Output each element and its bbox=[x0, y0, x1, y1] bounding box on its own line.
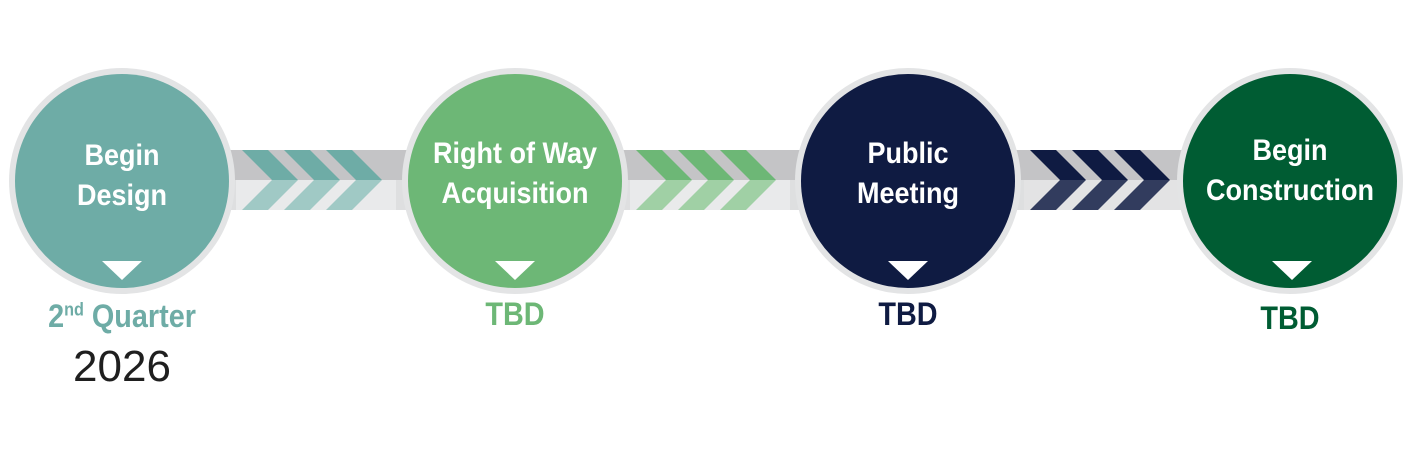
step-1-date: 2nd Quarter bbox=[14, 298, 230, 335]
step-circle-begin-design bbox=[9, 68, 235, 294]
step-circle-public-meeting bbox=[795, 68, 1021, 294]
step-2-title: Right of Way Acquisition bbox=[407, 134, 623, 214]
step-1-date-text: Quarter bbox=[91, 298, 196, 334]
step-1-date-ordinal: 2 bbox=[48, 298, 65, 334]
step-3-title-line2: Meeting bbox=[856, 177, 960, 210]
step-4-title: Begin Construction bbox=[1182, 131, 1398, 211]
chevron-arrows-1 bbox=[236, 150, 396, 210]
step-circle-right-of-way bbox=[402, 68, 628, 294]
triangle-down-icon bbox=[495, 261, 535, 280]
step-1-title-line1: Begin bbox=[84, 139, 160, 172]
triangle-down-icon bbox=[102, 261, 142, 280]
chevron-arrows-2 bbox=[630, 150, 790, 210]
step-4-title-line2: Construction bbox=[1206, 174, 1374, 207]
step-circle-begin-construction bbox=[1177, 68, 1403, 294]
step-3-title: Public Meeting bbox=[818, 134, 998, 214]
step-4-title-line1: Begin bbox=[1252, 134, 1328, 167]
step-3-date: TBD bbox=[878, 296, 938, 332]
step-2-title-line1: Right of Way bbox=[433, 137, 597, 170]
step-1-title: Begin Design bbox=[32, 136, 212, 216]
triangle-down-icon bbox=[888, 261, 928, 280]
step-2-title-line2: Acquisition bbox=[441, 177, 589, 210]
step-1-date-ordinal-suffix: nd bbox=[64, 299, 84, 320]
step-1-title-line2: Design bbox=[76, 179, 168, 212]
step-1-year: 2026 bbox=[73, 342, 171, 391]
triangle-down-icon bbox=[1272, 261, 1312, 280]
step-3-title-line1: Public bbox=[867, 137, 949, 170]
step-4-date: TBD bbox=[1260, 300, 1320, 336]
chevron-arrows-3 bbox=[1024, 150, 1184, 210]
step-2-date: TBD bbox=[485, 296, 545, 332]
